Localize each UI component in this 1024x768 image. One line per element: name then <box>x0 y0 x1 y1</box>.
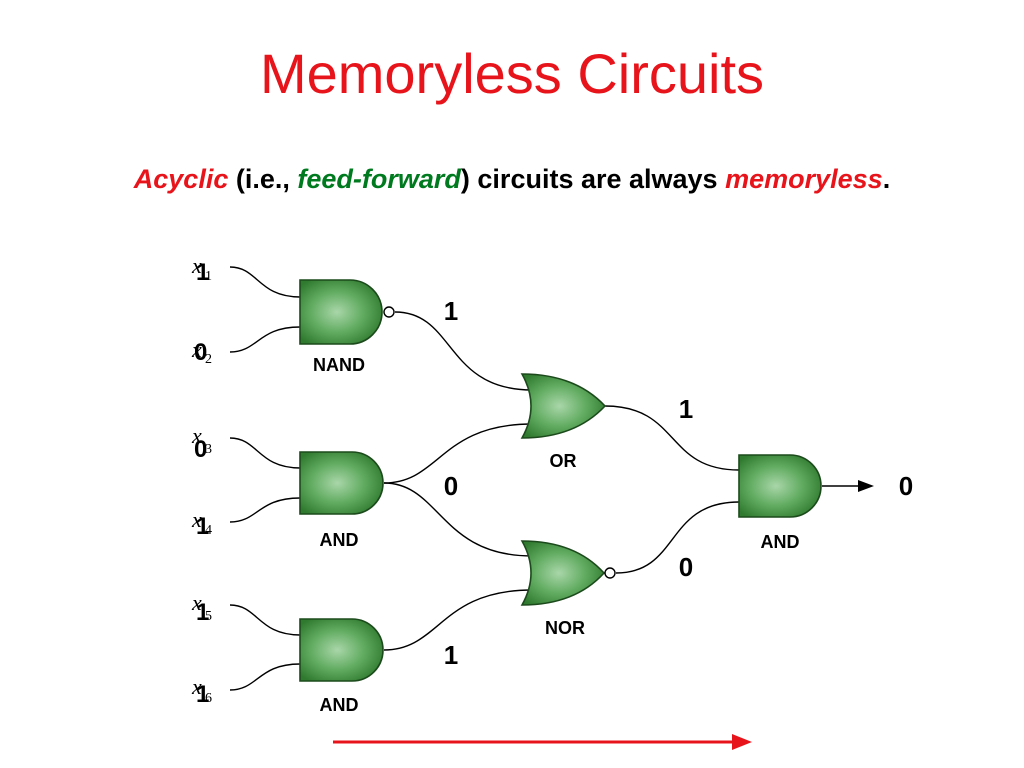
input-x4-sub: 4 <box>205 523 212 538</box>
and-gate-output <box>738 454 822 518</box>
signal-or-out: 1 <box>679 394 693 424</box>
or-gate <box>520 373 607 439</box>
subtitle-text-1: (i.e., <box>228 164 298 194</box>
output-arrow-icon <box>858 480 874 492</box>
input-x4: x 4 1 <box>191 507 212 540</box>
input-x3-sub: 3 <box>205 442 212 457</box>
input-x6-value: 1 <box>196 681 209 708</box>
wire-x2 <box>229 326 301 353</box>
nand-gate <box>299 279 395 345</box>
wire-x4 <box>229 497 301 523</box>
input-x2-var: x <box>191 337 202 362</box>
input-x1: x 1 1 <box>191 253 212 286</box>
wire-x1 <box>229 266 301 298</box>
input-x3: x 3 0 <box>191 423 212 463</box>
wire-x3 <box>229 437 301 469</box>
input-x1-var: x <box>191 253 202 278</box>
subtitle-memoryless: memoryless <box>725 164 883 194</box>
input-x6: x 6 1 <box>191 674 212 708</box>
input-x5-sub: 5 <box>205 609 212 624</box>
wire-and1-to-nor <box>383 482 533 557</box>
and-gate-1 <box>299 451 384 515</box>
wire-nand-to-or <box>394 311 533 391</box>
wire-and1-to-or <box>383 423 533 484</box>
wire-x6 <box>229 663 301 691</box>
and-gate-2 <box>299 618 384 682</box>
subtitle-acyclic: Acyclic <box>133 164 229 194</box>
and1-label: AND <box>320 530 359 550</box>
wire-x5 <box>229 604 301 636</box>
slide-subtitle: Acyclic (i.e., feed-forward) circuits ar… <box>0 166 1024 193</box>
input-x4-value: 1 <box>196 513 209 540</box>
nand-inversion-bubble <box>383 306 395 318</box>
nor-inversion-bubble <box>604 567 616 579</box>
wire-or-to-and <box>604 405 740 471</box>
nor-gate <box>520 540 616 606</box>
subtitle-text-2: ) circuits are always <box>460 164 726 194</box>
subtitle-feed-forward: feed-forward <box>297 164 461 194</box>
or-label: OR <box>550 451 577 471</box>
nor-label: NOR <box>545 618 585 638</box>
signal-and1-out: 0 <box>444 471 458 501</box>
signal-nand-out: 1 <box>444 296 458 326</box>
input-x5-var: x <box>191 590 202 615</box>
subtitle-period: . <box>882 164 891 194</box>
input-x3-var: x <box>191 423 202 448</box>
input-x3-value: 0 <box>194 436 207 463</box>
input-x4-var: x <box>191 507 202 532</box>
signal-and2-out: 1 <box>444 640 458 670</box>
and2-label: AND <box>320 695 359 715</box>
signal-final-out: 0 <box>899 471 913 501</box>
input-x1-value: 1 <box>196 259 209 286</box>
slide-title: Memoryless Circuits <box>259 42 765 105</box>
input-x2-sub: 2 <box>205 352 212 367</box>
input-x5-value: 1 <box>196 599 209 626</box>
input-x6-var: x <box>191 674 202 699</box>
nand-label: NAND <box>313 355 365 375</box>
input-x6-sub: 6 <box>205 691 212 706</box>
input-x2: x 2 0 <box>191 337 212 367</box>
input-x2-value: 0 <box>194 339 207 366</box>
wire-nor-to-and <box>615 501 740 574</box>
input-x5: x 5 1 <box>191 590 212 626</box>
wire-and2-to-nor <box>383 589 533 651</box>
signal-nor-out: 0 <box>679 552 693 582</box>
input-x1-sub: 1 <box>205 269 212 284</box>
feed-forward-arrow-icon <box>732 734 752 750</box>
and-out-label: AND <box>761 532 800 552</box>
